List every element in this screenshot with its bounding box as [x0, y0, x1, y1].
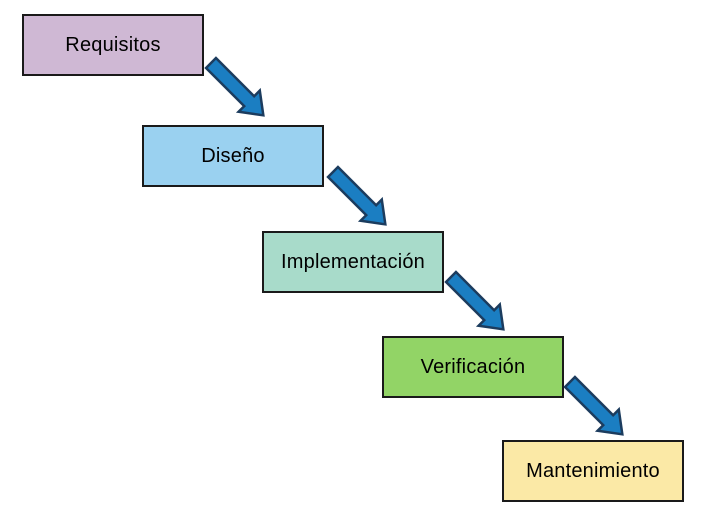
step-label-diseno: Diseño	[201, 144, 265, 167]
step-box-verificacion: Verificación	[382, 336, 564, 398]
step-box-mantenimiento: Mantenimiento	[502, 440, 684, 502]
step-label-mantenimiento: Mantenimiento	[526, 459, 660, 482]
arrow-implementacion-to-verificacion-icon	[444, 270, 505, 331]
arrow-verificacion-to-mantenimiento-icon	[563, 375, 624, 436]
arrow-diseno-to-implementacion-icon	[326, 165, 387, 226]
step-label-verificacion: Verificación	[420, 355, 526, 378]
arrow-requisitos-to-diseno-icon	[204, 56, 265, 117]
step-label-requisitos: Requisitos	[65, 33, 161, 56]
step-box-requisitos: Requisitos	[22, 14, 204, 76]
step-label-implementacion: Implementación	[281, 250, 425, 273]
step-box-implementacion: Implementación	[262, 231, 444, 293]
step-box-diseno: Diseño	[142, 125, 324, 187]
